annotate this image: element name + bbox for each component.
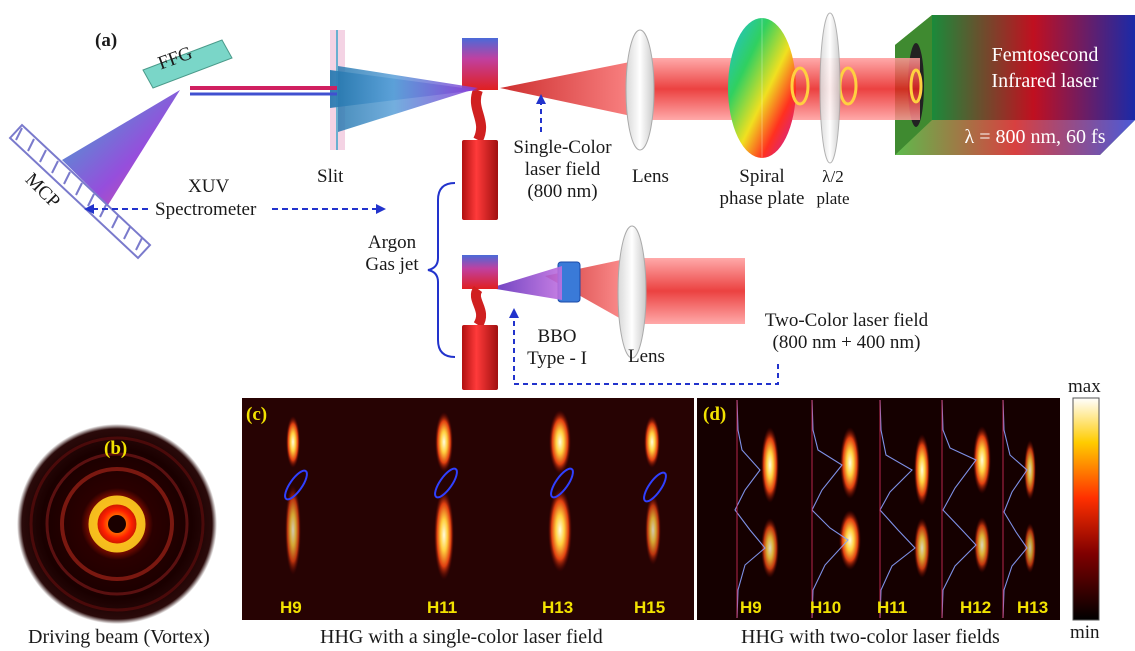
panel-b-label: (b) [104, 438, 128, 459]
halfwave-plate-icon [819, 12, 841, 164]
spiral-label: Spiral phase plate [712, 166, 812, 210]
colorbar-max-label: max [1068, 376, 1101, 397]
single-color-label: Single-Color laser field (800 nm) [500, 137, 625, 203]
vortex-beam-image [17, 424, 217, 624]
lens-top-label: Lens [632, 166, 669, 187]
laser-title-line1: Femtosecond [991, 44, 1099, 66]
xuv-label: XUV [188, 176, 230, 197]
colorbar-min-label: min [1070, 622, 1100, 643]
argon-line1: Argon [367, 232, 417, 253]
panel-d-caption: HHG with two-color laser fields [741, 626, 1000, 648]
harmonic-label-c: H9 [280, 598, 302, 617]
harmonic-label-c: H11 [427, 598, 458, 617]
two-color-cone [490, 266, 562, 300]
xuv-beam-to-grating [190, 86, 337, 96]
spectrometer-label: Spectrometer [155, 199, 257, 220]
two-color-arrow [513, 316, 779, 385]
harmonic-label-d: H11 [877, 598, 908, 617]
spiral-line1: Spiral [739, 166, 785, 187]
laser-spec: λ = 800 nm, 60 fs [964, 126, 1106, 148]
xuv-cone [330, 66, 478, 132]
single-color-arrow [536, 94, 546, 132]
single-color-line2: laser field [524, 159, 601, 180]
laser-title: Femtosecond Infrared laser [960, 42, 1130, 94]
argon-label: Argon Gas jet [352, 232, 432, 276]
lens-bottom-label: Lens [628, 346, 665, 367]
harmonic-label-d: H13 [1017, 598, 1049, 617]
bbo-line1: BBO [537, 326, 577, 347]
bbo-label: BBO Type - I [522, 326, 592, 370]
two-color-line1: Two-Color laser field [764, 310, 929, 331]
diffracted-cone [62, 90, 180, 205]
harmonic-label-d: H9 [740, 598, 762, 617]
two-color-line2: (800 nm + 400 nm) [772, 332, 921, 353]
panel-c-caption: HHG with a single-color laser field [320, 626, 603, 648]
laser-title-line2: Infrared laser [991, 70, 1099, 92]
panel-a-label: (a) [95, 30, 118, 51]
single-color-line3: (800 nm) [527, 181, 598, 202]
bbo-line2: Type - I [527, 348, 587, 369]
spiral-line2: phase plate [719, 188, 805, 209]
lens-top-icon [625, 29, 655, 151]
lens-bottom-icon [617, 225, 647, 359]
colorbar [1072, 397, 1100, 621]
mcp-detector-icon [8, 123, 152, 260]
single-color-line1: Single-Color [513, 137, 612, 158]
top-gas-jet [462, 38, 498, 220]
panel-d-label: (d) [703, 404, 727, 425]
ffg-grating-icon [142, 39, 233, 89]
harmonic-label-d: H12 [960, 598, 992, 617]
panel-b-caption: Driving beam (Vortex) [28, 626, 210, 648]
harmonic-label-c: H15 [634, 598, 666, 617]
two-color-label: Two-Color laser field (800 nm + 400 nm) [744, 310, 949, 354]
slit-label: Slit [317, 166, 344, 187]
panel-d-image [697, 398, 1060, 620]
harmonic-label-d: H10 [810, 598, 842, 617]
argon-brace [427, 182, 456, 358]
panel-c-label: (c) [246, 404, 268, 425]
argon-line2: Gas jet [365, 254, 419, 275]
bottom-gas-jet [462, 255, 498, 390]
halfwave-line1: λ/2 [822, 167, 844, 186]
halfwave-line2: plate [816, 189, 850, 208]
halfwave-label: λ/2 plate [812, 166, 854, 210]
spiral-phase-plate-icon [728, 18, 796, 158]
panel-c-image [242, 398, 694, 620]
harmonic-label-c: H13 [542, 598, 574, 617]
